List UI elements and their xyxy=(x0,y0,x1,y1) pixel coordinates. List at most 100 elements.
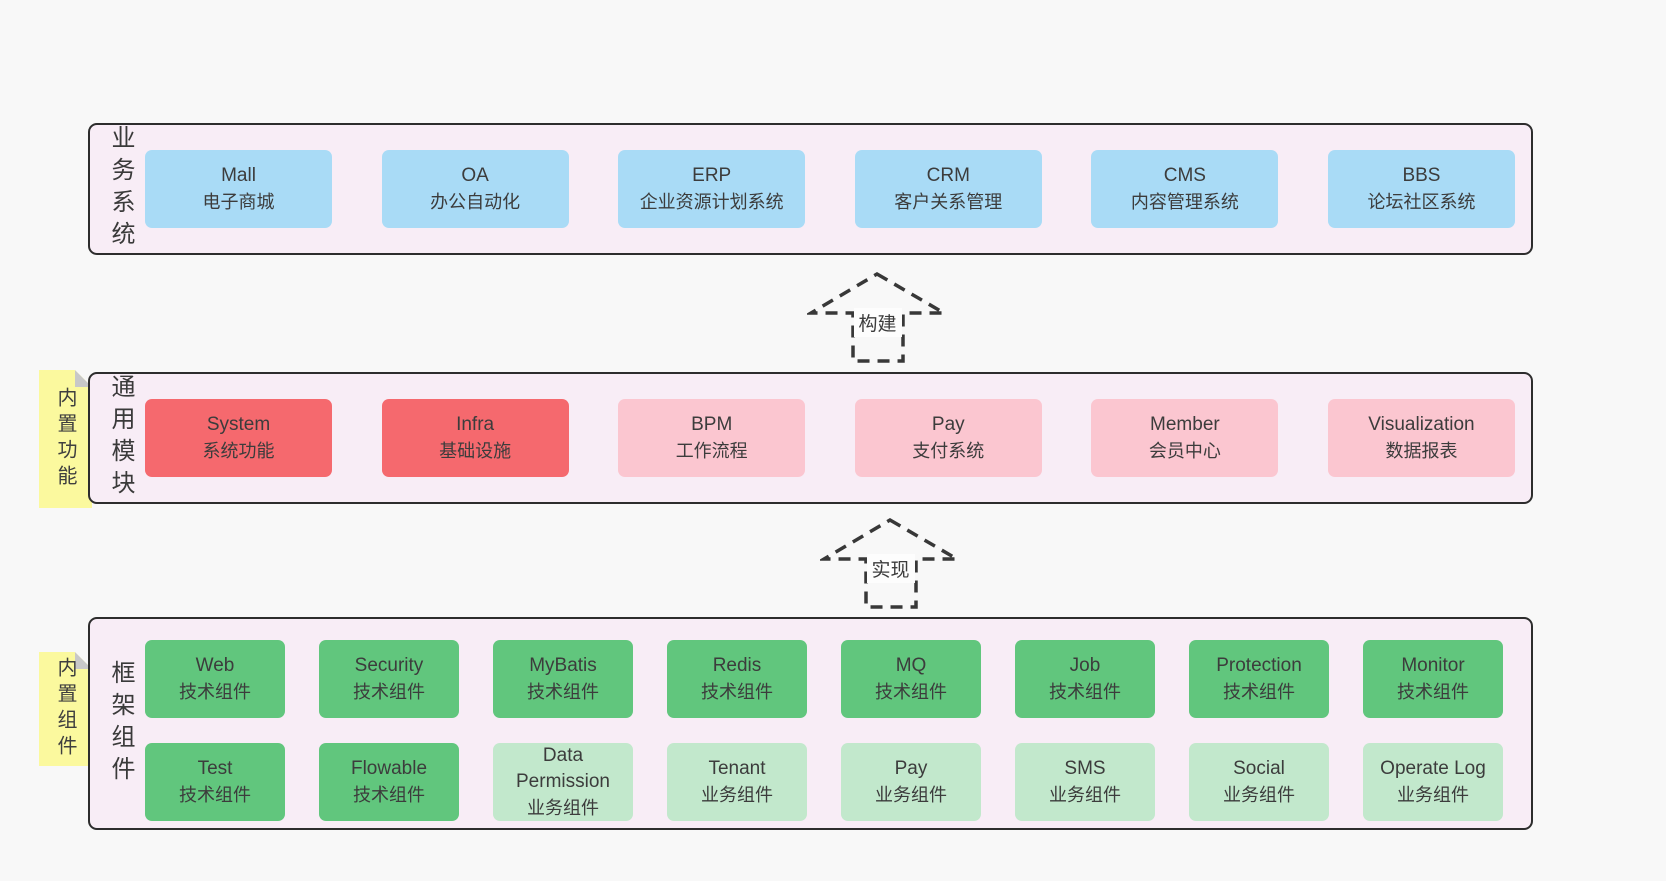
box-name: Protection xyxy=(1216,655,1302,676)
box-name: Tenant xyxy=(708,758,766,779)
box-desc: 内容管理系统 xyxy=(1130,192,1239,212)
box-name: Job xyxy=(1069,655,1101,676)
box-desc: 技术组件 xyxy=(1397,682,1469,702)
box-desc: 技术组件 xyxy=(527,682,599,702)
box-desc: 业务组件 xyxy=(1223,785,1295,805)
box-name: Test xyxy=(197,758,233,779)
box-name: Visualization xyxy=(1368,414,1475,435)
box-desc: 支付系统 xyxy=(912,441,985,461)
box-desc: 会员中心 xyxy=(1148,441,1221,461)
box-data-permission: Data Permission 业务组件 xyxy=(493,743,633,821)
box-desc: 技术组件 xyxy=(353,682,425,702)
box-sms: SMS 业务组件 xyxy=(1015,743,1155,821)
box-desc: 基础设施 xyxy=(439,441,512,461)
box-name: Web xyxy=(195,655,235,676)
box-mybatis: MyBatis 技术组件 xyxy=(493,640,633,718)
box-job: Job 技术组件 xyxy=(1015,640,1155,718)
dashed-up-arrow-icon xyxy=(807,271,948,363)
box-pay-module: Pay 支付系统 xyxy=(854,399,1042,477)
box-cms: CMS 内容管理系统 xyxy=(1091,150,1279,228)
box-infra: Infra 基础设施 xyxy=(381,399,569,477)
box-name: BBS xyxy=(1402,165,1441,186)
box-desc: 业务组件 xyxy=(1049,785,1121,805)
box-name: Operate Log xyxy=(1380,758,1486,779)
box-desc: 企业资源计划系统 xyxy=(639,192,784,212)
box-member: Member 会员中心 xyxy=(1091,399,1279,477)
box-monitor: Monitor 技术组件 xyxy=(1363,640,1503,718)
framework-layer-label: 框架组件 xyxy=(107,659,134,788)
box-desc: 技术组件 xyxy=(1223,682,1295,702)
box-desc: 技术组件 xyxy=(353,785,425,805)
box-operate-log: Operate Log 业务组件 xyxy=(1363,743,1503,821)
box-desc: 论坛社区系统 xyxy=(1367,192,1476,212)
box-name: Infra xyxy=(456,414,495,435)
box-name: Social xyxy=(1233,758,1285,779)
box-name: Monitor xyxy=(1401,655,1465,676)
box-name: Flowable xyxy=(350,758,428,779)
note-text: 内置组件 xyxy=(54,657,76,761)
box-oa: OA 办公自动化 xyxy=(381,150,569,228)
box-mq: MQ 技术组件 xyxy=(841,640,981,718)
build-arrow-label: 构建 xyxy=(853,308,902,337)
box-name: MQ xyxy=(895,655,927,676)
implement-arrow: 实现 xyxy=(820,516,961,611)
box-name: System xyxy=(206,414,271,435)
box-desc: 业务组件 xyxy=(527,798,599,818)
box-desc: 工作流程 xyxy=(675,441,748,461)
box-name: BPM xyxy=(691,414,733,435)
note-text: 内置功能 xyxy=(54,387,76,491)
box-mall: Mall 电子商城 xyxy=(145,150,332,228)
box-protection: Protection 技术组件 xyxy=(1189,640,1329,718)
framework-components-layer: 框架组件 Web 技术组件 Security 技术组件 MyBatis 技术组件… xyxy=(88,617,1533,830)
box-name: Data Permission xyxy=(516,745,610,792)
box-social: Social 业务组件 xyxy=(1189,743,1329,821)
box-test: Test 技术组件 xyxy=(145,743,285,821)
built-in-features-note: 内置功能 xyxy=(39,370,92,508)
box-tenant: Tenant 业务组件 xyxy=(667,743,807,821)
box-desc: 数据报表 xyxy=(1385,441,1458,461)
box-name: Pay xyxy=(894,758,928,779)
box-name: ERP xyxy=(692,165,732,186)
box-erp: ERP 企业资源计划系统 xyxy=(618,150,806,228)
box-name: Member xyxy=(1150,414,1220,435)
box-desc: 技术组件 xyxy=(1049,682,1121,702)
box-name: CMS xyxy=(1163,165,1206,186)
box-system: System 系统功能 xyxy=(145,399,332,477)
box-desc: 电子商城 xyxy=(202,192,275,212)
business-systems-layer: 业务系统 Mall 电子商城 OA 办公自动化 ERP 企业资源计划系统 CRM… xyxy=(88,123,1533,255)
box-desc: 技术组件 xyxy=(179,682,251,702)
box-web: Web 技术组件 xyxy=(145,640,285,718)
business-boxes-row: Mall 电子商城 OA 办公自动化 ERP 企业资源计划系统 CRM 客户关系… xyxy=(145,150,1515,228)
box-visualization: Visualization 数据报表 xyxy=(1327,399,1515,477)
box-desc: 业务组件 xyxy=(875,785,947,805)
box-desc: 客户关系管理 xyxy=(894,192,1003,212)
common-modules-layer: 通用模块 System 系统功能 Infra 基础设施 BPM 工作流程 Pay… xyxy=(88,372,1533,504)
box-bpm: BPM 工作流程 xyxy=(618,399,806,477)
box-name: MyBatis xyxy=(529,655,597,676)
box-desc: 系统功能 xyxy=(202,441,275,461)
box-bbs: BBS 论坛社区系统 xyxy=(1327,150,1515,228)
box-name: Redis xyxy=(712,655,762,676)
box-crm: CRM 客户关系管理 xyxy=(854,150,1042,228)
box-security: Security 技术组件 xyxy=(319,640,459,718)
box-name: Pay xyxy=(931,414,965,435)
box-name: SMS xyxy=(1064,758,1106,779)
modules-layer-label: 通用模块 xyxy=(107,374,134,502)
box-name: OA xyxy=(461,165,489,186)
box-flowable: Flowable 技术组件 xyxy=(319,743,459,821)
dashed-up-arrow-icon xyxy=(820,517,961,609)
box-desc: 业务组件 xyxy=(701,785,773,805)
box-desc: 办公自动化 xyxy=(430,192,521,212)
implement-arrow-label: 实现 xyxy=(866,554,915,583)
box-desc: 业务组件 xyxy=(1397,785,1469,805)
box-name: CRM xyxy=(926,165,970,186)
framework-boxes-row-2: Test 技术组件 Flowable 技术组件 Data Permission … xyxy=(145,743,1503,821)
box-desc: 技术组件 xyxy=(701,682,773,702)
business-layer-label: 业务系统 xyxy=(107,125,134,253)
built-in-components-note: 内置组件 xyxy=(39,652,92,766)
box-desc: 技术组件 xyxy=(875,682,947,702)
box-pay-component: Pay 业务组件 xyxy=(841,743,981,821)
box-desc: 技术组件 xyxy=(179,785,251,805)
box-name: Security xyxy=(354,655,424,676)
